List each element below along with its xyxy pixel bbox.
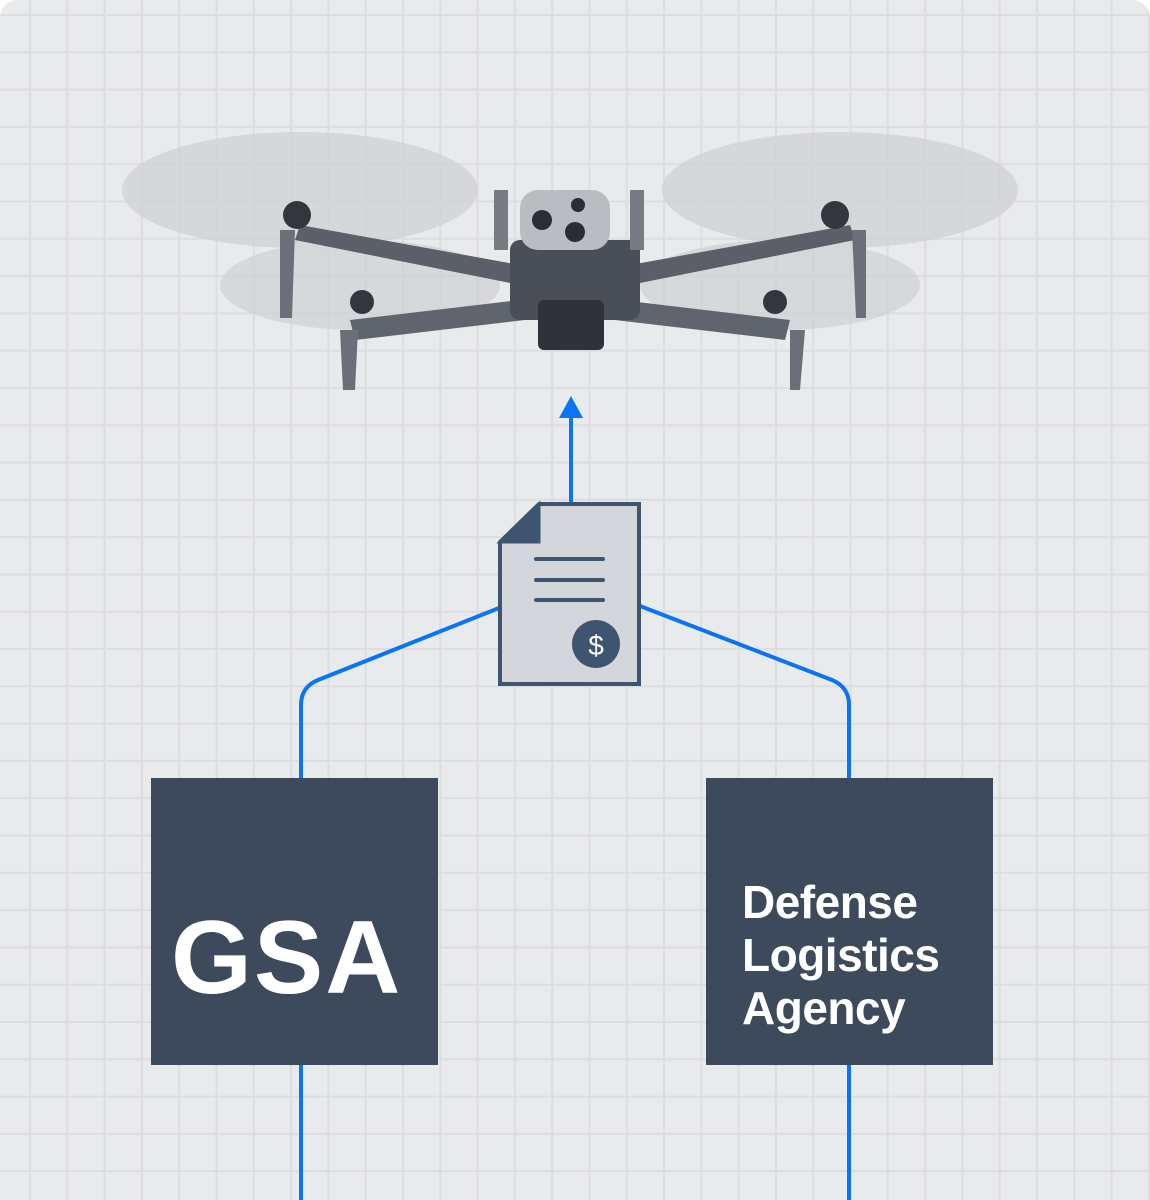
drone-icon (280, 190, 866, 390)
dla-line-1: Defense (742, 876, 918, 928)
dla-line-2: Logistics (742, 929, 940, 981)
dla-line-3: Agency (742, 982, 906, 1034)
gsa-box: GSA (151, 778, 438, 1065)
line-doc-to-gsa (299, 606, 500, 778)
line-doc-to-dla (639, 604, 851, 778)
invoice-document-icon: $ (496, 500, 641, 686)
arrow-head-icon (559, 396, 583, 418)
currency-symbol: $ (588, 630, 604, 661)
connector-lines (299, 415, 851, 1200)
dla-box: Defense Logistics Agency (706, 778, 993, 1065)
dollar-coin-icon (572, 620, 620, 668)
gsa-logo: GSA (171, 900, 403, 1016)
dla-label: Defense Logistics Agency (742, 876, 940, 1035)
